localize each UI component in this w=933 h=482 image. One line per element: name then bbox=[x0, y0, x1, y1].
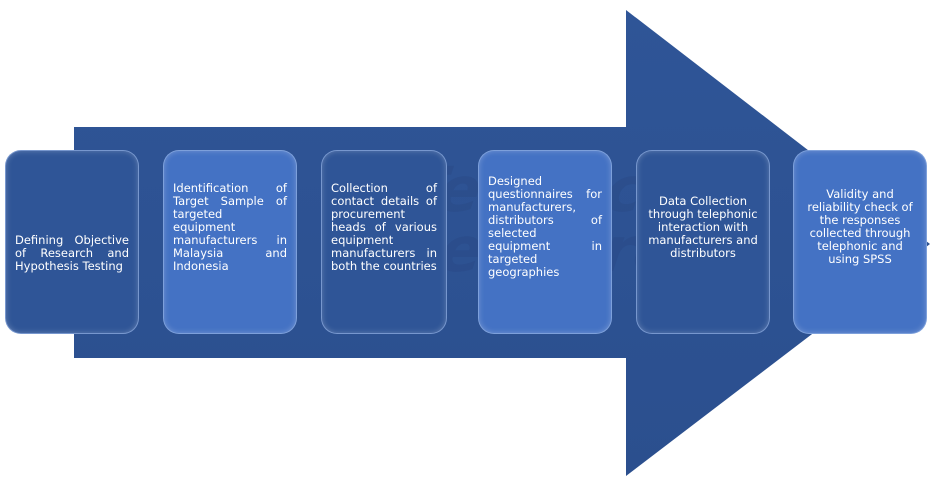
step-2-label: Identification of Target Sample of targe… bbox=[173, 180, 287, 273]
step-5-label: Data Collection through telephonic inter… bbox=[648, 193, 758, 260]
step-3-label: Collection of contact details of procure… bbox=[331, 180, 437, 273]
step-1-label: Defining Objective of Research and Hypot… bbox=[15, 232, 129, 273]
step-6-box: Validity and reliability check of the re… bbox=[793, 150, 927, 334]
step-4-box: Designed questionnaires for manufacturer… bbox=[478, 150, 612, 334]
step-6-label: Validity and reliability check of the re… bbox=[807, 187, 913, 266]
step-1-box: Defining Objective of Research and Hypot… bbox=[5, 150, 139, 334]
step-4-label: Designed questionnaires for manufacturer… bbox=[488, 174, 602, 279]
step-3-box: Collection of contact details of procure… bbox=[321, 150, 447, 334]
step-2-box: Identification of Target Sample of targe… bbox=[163, 150, 297, 334]
step-5-box: Data Collection through telephonic inter… bbox=[636, 150, 770, 334]
